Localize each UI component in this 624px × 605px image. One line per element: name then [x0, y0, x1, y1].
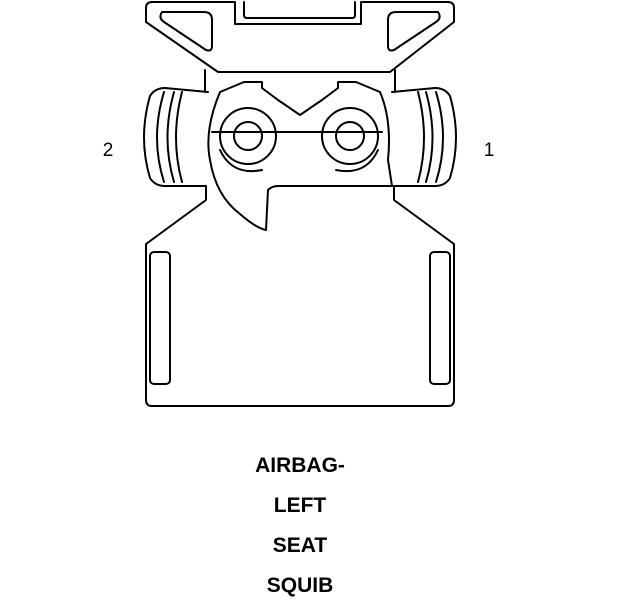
terminal-2-cavity [219, 107, 277, 165]
pin-1-label: 1 [484, 140, 495, 161]
caption-line-3: SEAT [273, 534, 328, 557]
terminal-1-pin [335, 121, 365, 151]
lower-body [145, 185, 455, 407]
pin-2-label: 2 [103, 140, 114, 161]
left-slot [149, 251, 171, 385]
caption-line-1: AIRBAG- [255, 454, 345, 477]
connector-neck [204, 69, 396, 93]
right-rib-side [391, 87, 457, 187]
terminal-face [207, 81, 393, 231]
caption-line-4: SQUIB [267, 574, 334, 597]
top-lock-tab [145, 1, 455, 73]
right-slot [429, 251, 451, 385]
terminal-1-cavity [321, 107, 379, 165]
terminal-2-pin [233, 121, 263, 151]
caption-line-2: LEFT [274, 494, 327, 517]
left-rib-side [143, 87, 209, 187]
right-latch-window [387, 11, 441, 52]
top-window [243, 1, 356, 19]
left-latch-window [159, 11, 213, 52]
